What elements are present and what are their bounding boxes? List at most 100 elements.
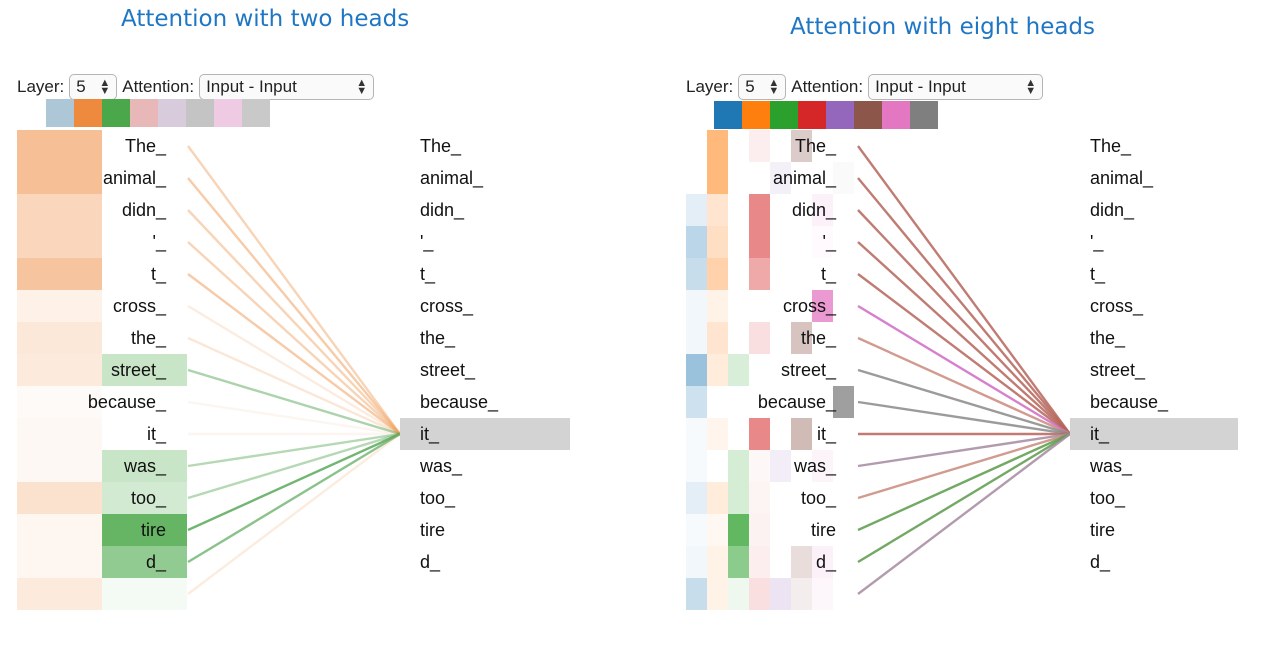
attention-cell	[812, 226, 833, 258]
right-token[interactable]: too_	[420, 488, 456, 508]
attention-cell	[17, 290, 102, 322]
attention-select[interactable]: Input - Input ▲▼	[868, 74, 1044, 100]
right-token[interactable]: was_	[1090, 456, 1133, 476]
head-swatch-6[interactable]	[186, 99, 214, 127]
right-token[interactable]: it_	[420, 424, 440, 444]
left-token[interactable]: too_	[800, 488, 836, 508]
left-token[interactable]: t_	[150, 264, 166, 284]
head-swatch-3[interactable]	[102, 99, 130, 127]
left-token[interactable]: animal_	[102, 168, 166, 188]
attention-cell	[749, 130, 770, 162]
right-token[interactable]: street_	[1090, 360, 1146, 380]
left-token[interactable]: it_	[816, 424, 836, 444]
right-token[interactable]: '_	[1090, 232, 1104, 252]
right-token[interactable]: animal_	[1090, 168, 1154, 188]
layer-label: Layer:	[686, 77, 734, 96]
attention-label: Attention:	[791, 77, 864, 96]
attention-cell	[707, 354, 728, 386]
left-token[interactable]: tire	[810, 520, 836, 540]
left-token[interactable]: the_	[130, 328, 166, 348]
right-token[interactable]: d_	[420, 552, 441, 572]
attention-line	[187, 336, 401, 436]
left-token[interactable]: The_	[794, 136, 836, 156]
controls-bar: Layer: 5 ▲▼ Attention: Input - Input ▲▼	[686, 74, 1048, 100]
left-token[interactable]: t_	[820, 264, 836, 284]
attention-line	[857, 177, 1071, 435]
right-token[interactable]: too_	[1090, 488, 1126, 508]
left-token[interactable]: '_	[152, 232, 166, 252]
left-token[interactable]: because_	[87, 392, 166, 412]
right-token[interactable]: because_	[420, 392, 499, 412]
attention-line	[857, 304, 1071, 436]
attention-cell	[686, 578, 707, 610]
head-swatch-5[interactable]	[158, 99, 186, 127]
right-token[interactable]: animal_	[420, 168, 484, 188]
attention-cell	[707, 482, 728, 514]
head-swatch-1[interactable]	[46, 99, 74, 127]
right-token[interactable]: t_	[1090, 264, 1106, 284]
attention-cell	[728, 354, 749, 386]
right-token[interactable]: d_	[1090, 552, 1111, 572]
layer-select[interactable]: 5 ▲▼	[738, 74, 787, 100]
attention-line	[187, 433, 401, 595]
right-token[interactable]: cross_	[420, 296, 474, 316]
attention-cell	[749, 258, 770, 290]
right-token[interactable]: was_	[420, 456, 463, 476]
head-swatch-5[interactable]	[826, 101, 854, 129]
left-token[interactable]: didn_	[791, 200, 836, 220]
right-token[interactable]: didn_	[1090, 200, 1135, 220]
attention-cell	[686, 258, 707, 290]
panel-title: Attention with two heads	[121, 6, 410, 32]
head-swatch-4[interactable]	[130, 99, 158, 127]
right-token[interactable]: t_	[420, 264, 436, 284]
right-token[interactable]: the_	[1090, 328, 1126, 348]
right-token[interactable]: it_	[1090, 424, 1110, 444]
attention-cell	[749, 482, 770, 514]
right-token[interactable]: tire	[1090, 520, 1116, 540]
left-token[interactable]: was_	[123, 456, 166, 476]
attention-cell	[17, 546, 102, 578]
right-token[interactable]: tire	[420, 520, 446, 540]
left-token[interactable]: it_	[146, 424, 166, 444]
left-token[interactable]: The_	[124, 136, 166, 156]
right-token[interactable]: street_	[420, 360, 476, 380]
left-token[interactable]: cross_	[782, 296, 836, 316]
head-swatch-8[interactable]	[910, 101, 938, 129]
left-token[interactable]: because_	[757, 392, 836, 412]
left-token[interactable]: was_	[793, 456, 836, 476]
head-swatch-8[interactable]	[242, 99, 270, 127]
head-swatch-1[interactable]	[714, 101, 742, 129]
right-token[interactable]: the_	[420, 328, 456, 348]
attention-cell	[707, 578, 728, 610]
left-token[interactable]: tire	[140, 520, 166, 540]
head-swatch-7[interactable]	[882, 101, 910, 129]
right-token[interactable]: '_	[420, 232, 434, 252]
head-swatch-3[interactable]	[770, 101, 798, 129]
attention-cell	[812, 450, 833, 482]
left-token[interactable]: too_	[130, 488, 166, 508]
right-token[interactable]: The_	[420, 136, 462, 156]
left-token[interactable]: cross_	[112, 296, 166, 316]
right-token[interactable]: because_	[1090, 392, 1169, 412]
right-token[interactable]: cross_	[1090, 296, 1144, 316]
left-token[interactable]: street_	[110, 360, 166, 380]
left-token[interactable]: the_	[800, 328, 836, 348]
head-swatch-6[interactable]	[854, 101, 882, 129]
attention-cell	[17, 450, 102, 482]
head-swatch-2[interactable]	[742, 101, 770, 129]
attention-cell	[707, 290, 728, 322]
attention-select[interactable]: Input - Input ▲▼	[199, 74, 375, 100]
left-token[interactable]: street_	[780, 360, 836, 380]
left-token[interactable]: d_	[815, 552, 836, 572]
left-token[interactable]: '_	[822, 232, 836, 252]
left-token[interactable]: d_	[145, 552, 166, 572]
head-swatch-7[interactable]	[214, 99, 242, 127]
head-swatch-4[interactable]	[798, 101, 826, 129]
right-token[interactable]: The_	[1090, 136, 1132, 156]
attention-cell	[707, 194, 728, 226]
head-swatch-2[interactable]	[74, 99, 102, 127]
right-token[interactable]: didn_	[420, 200, 465, 220]
selected-token-highlight	[1070, 418, 1238, 450]
left-token[interactable]: animal_	[772, 168, 836, 188]
left-token[interactable]: didn_	[121, 200, 166, 220]
